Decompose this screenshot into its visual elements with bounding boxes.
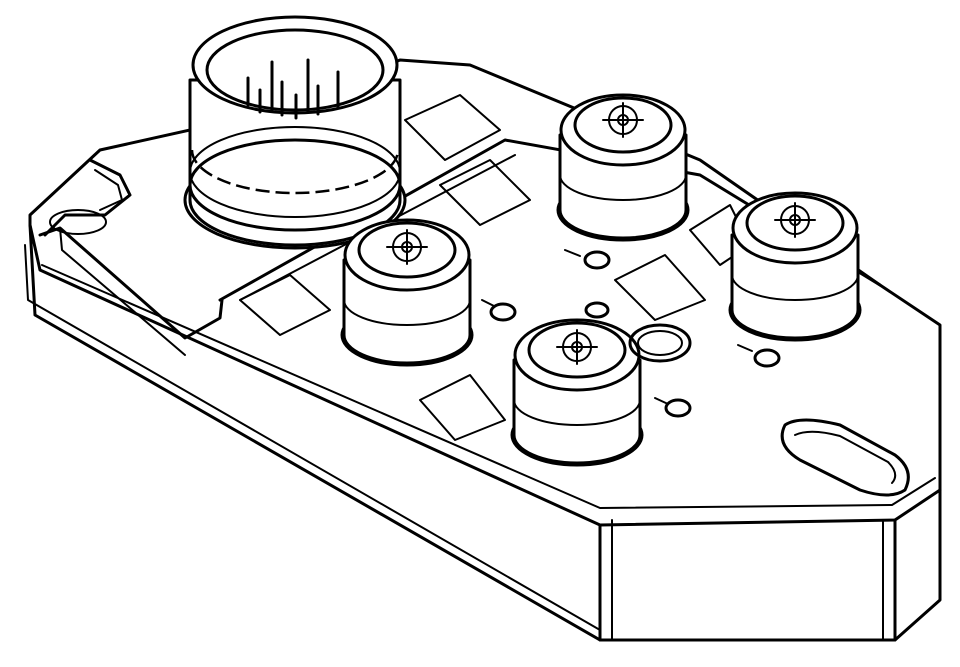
mounting-holes (628, 323, 910, 497)
led-indicators (481, 249, 781, 418)
mounting-hole-icon (780, 418, 910, 497)
clip-1 (404, 94, 501, 161)
left-mounting-hole (49, 209, 107, 235)
led-indicator-icon (753, 348, 781, 368)
female-socket-connector-icon (602, 102, 644, 138)
housing-outline (28, 58, 942, 642)
female-socket-connector-icon (386, 229, 428, 265)
clip-4 (419, 374, 506, 441)
clip-2 (439, 159, 531, 226)
main-connector-dashed-ring (190, 149, 400, 195)
main-connector (183, 15, 407, 250)
left-tab (43, 158, 132, 237)
port-connector-3 (340, 218, 474, 367)
port-connector-1 (556, 93, 690, 242)
left-step (38, 226, 224, 340)
mounting-hole-icon (628, 323, 692, 363)
led-indicator-icon (489, 302, 517, 322)
led-indicator-icon (664, 398, 692, 418)
male-pin-connector-icon (246, 58, 340, 120)
port-connector-4 (510, 318, 644, 467)
female-socket-connector-icon (556, 329, 598, 365)
led-indicator-icon (583, 250, 611, 270)
port-connector-2 (728, 191, 862, 342)
housing (24, 58, 942, 642)
clip-5 (614, 254, 706, 321)
female-socket-connector-icon (774, 202, 816, 238)
main-connector-body (188, 78, 402, 247)
clip-3 (239, 274, 331, 336)
